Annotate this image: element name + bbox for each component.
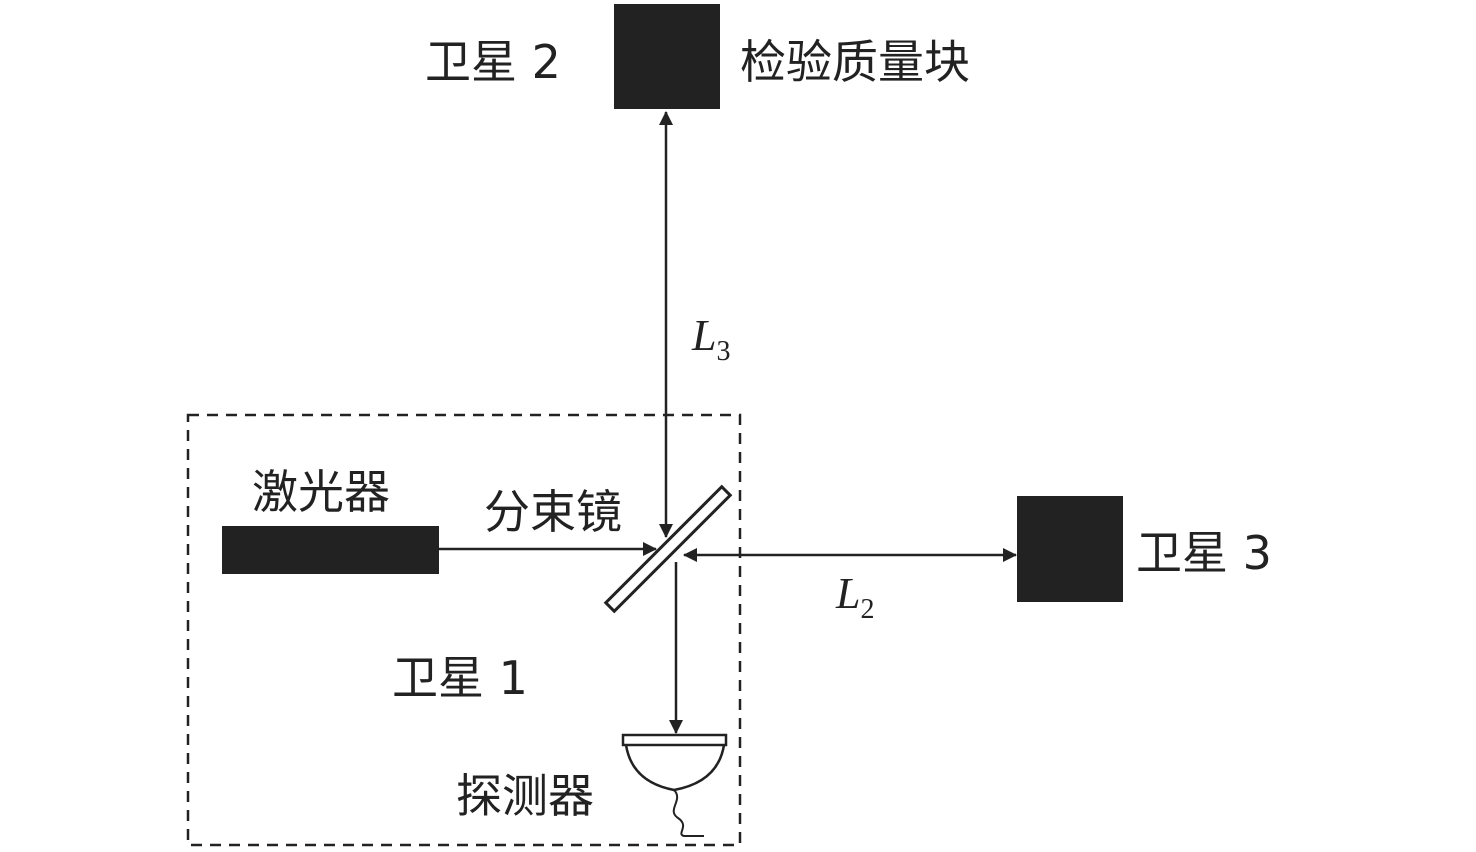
laser-block: [222, 526, 439, 574]
satellite-1-label: 卫星 1: [392, 651, 528, 705]
beam-splitter: [603, 484, 733, 614]
detector-label: 探测器: [456, 769, 594, 823]
detector-icon: [621, 733, 728, 837]
beam-splitter-label: 分束镜: [484, 485, 622, 539]
satellite-1-boundary: [186, 413, 742, 847]
test-mass-label: 检验质量块: [740, 35, 970, 89]
arm-l2-subscript: 2: [860, 594, 874, 625]
arm-l3-label: L3: [691, 311, 730, 367]
satellite-3-block: [1017, 496, 1123, 602]
laser-label: 激光器: [252, 465, 390, 519]
satellite-3-label: 卫星 3: [1136, 526, 1272, 580]
arm-l3-symbol: L: [691, 311, 716, 360]
arm-l3-subscript: 3: [716, 336, 730, 367]
arm-l2-label: L2: [835, 569, 874, 625]
arm-l2-symbol: L: [835, 569, 860, 618]
satellite-2-label: 卫星 2: [425, 35, 561, 89]
satellite-2-test-mass-block: [614, 4, 720, 109]
